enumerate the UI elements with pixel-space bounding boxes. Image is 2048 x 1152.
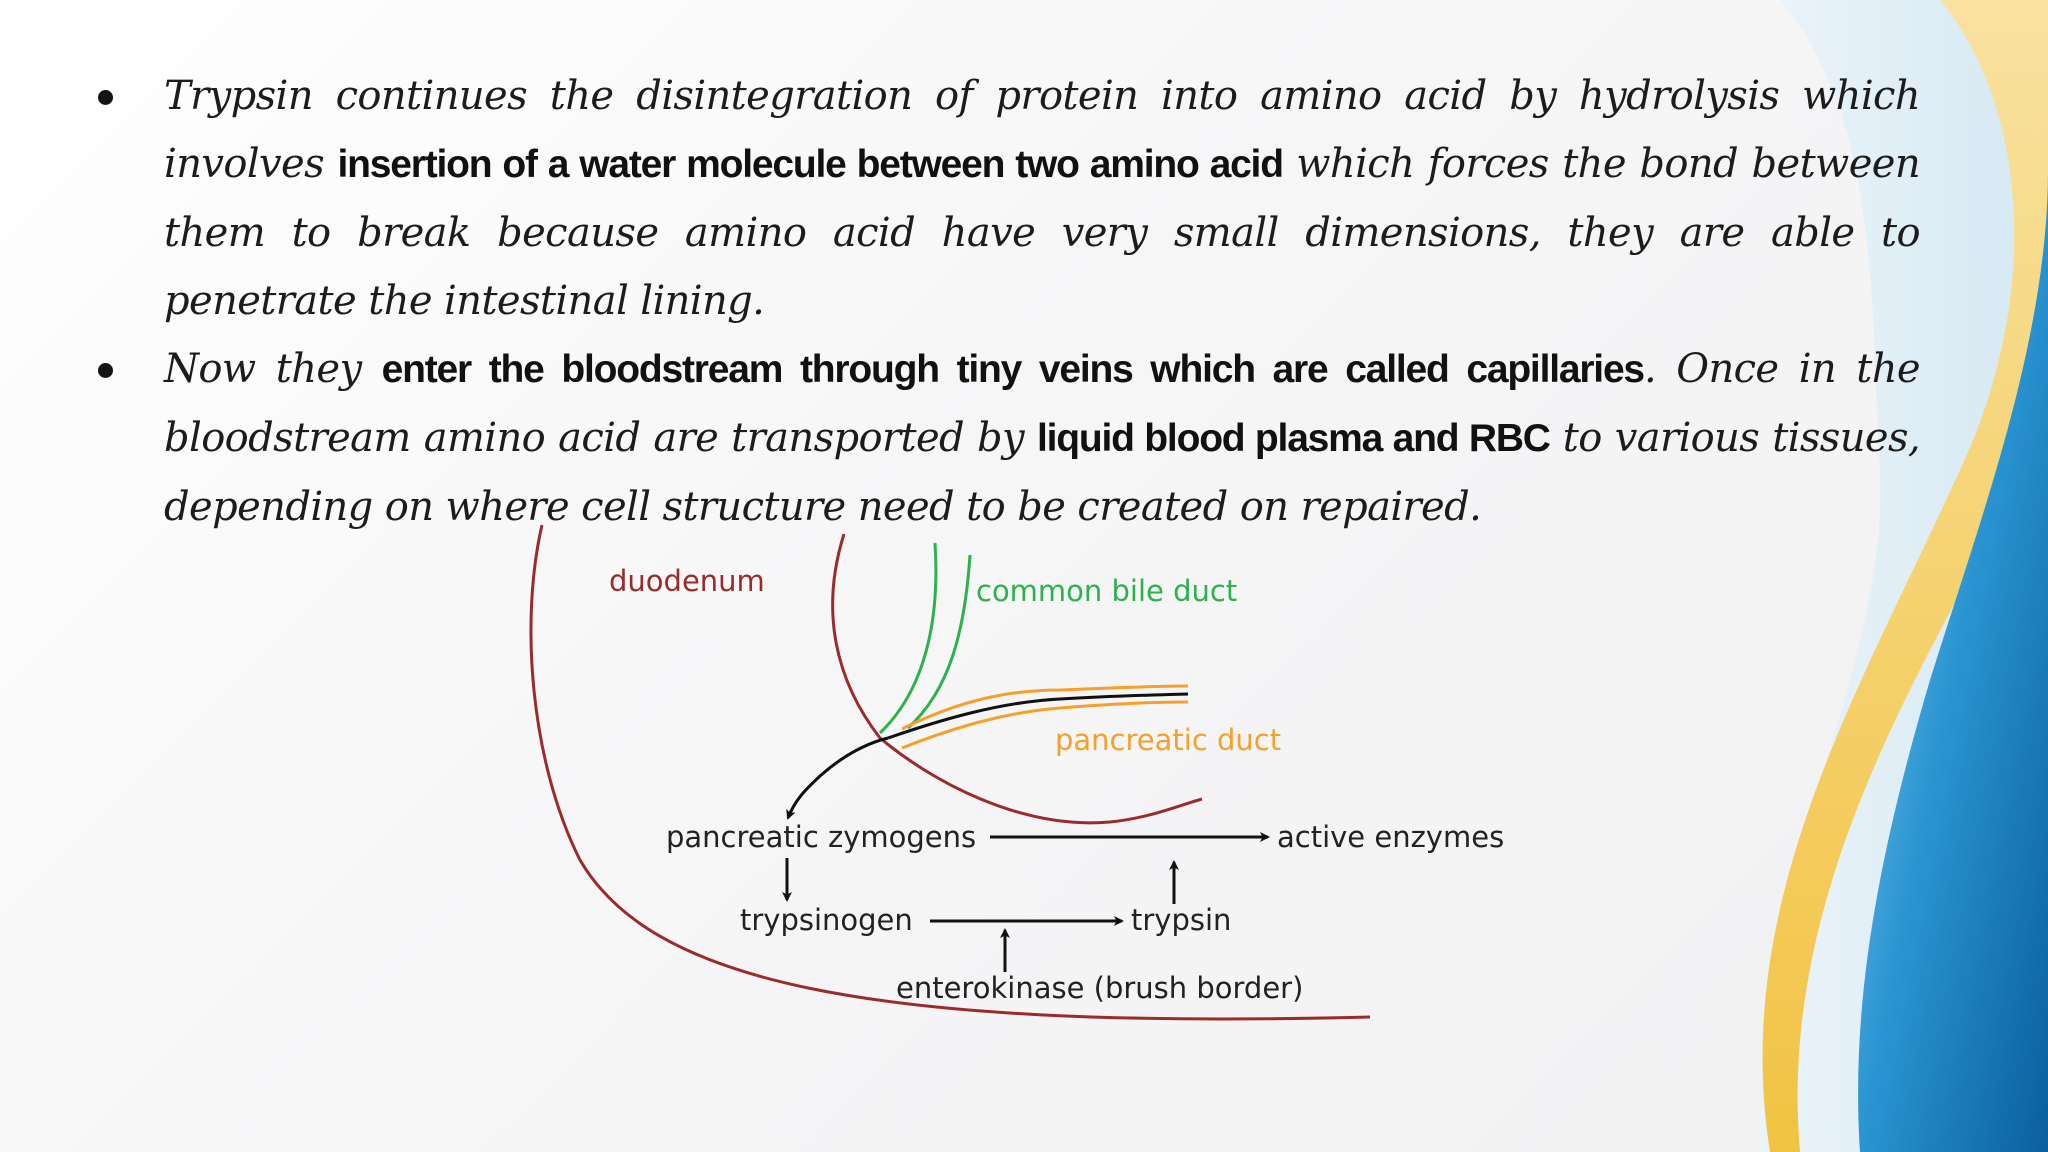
label-duodenum: duodenum [609, 564, 765, 598]
bullet-dot [98, 363, 113, 378]
blue-wave [1858, 170, 2048, 1152]
label-pancreatic-zymogens: pancreatic zymogens [666, 820, 976, 854]
bullet-item-trypsin: Trypsin continues the disintegration of … [98, 62, 1921, 335]
bullet-item-bloodstream: Now they enter the bloodstream through t… [98, 335, 1921, 541]
common-bile-duct-left [878, 542, 938, 735]
pancreatic-duct-core [887, 692, 1189, 740]
common-bile-duct-right [906, 554, 972, 730]
duodenum-inner-wall [831, 533, 1203, 825]
label-active-enzymes: active enzymes [1277, 820, 1504, 854]
pancreatic-duct-top [901, 684, 1189, 731]
flow-arrow [786, 736, 889, 820]
yellow-wave [1762, 0, 2048, 1152]
label-trypsin: trypsin [1131, 903, 1231, 937]
bullet-dot [98, 90, 113, 105]
label-enterokinase: enterokinase (brush border) [896, 971, 1303, 1005]
pancreatic-duct-bottom [901, 700, 1189, 750]
label-common-bile-duct: common bile duct [976, 574, 1237, 608]
bullet-list: Trypsin continues the disintegration of … [98, 62, 1921, 541]
label-trypsinogen: trypsinogen [740, 903, 913, 937]
duodenum-outer-wall [529, 524, 1371, 1021]
label-pancreatic-duct: pancreatic duct [1055, 723, 1281, 757]
